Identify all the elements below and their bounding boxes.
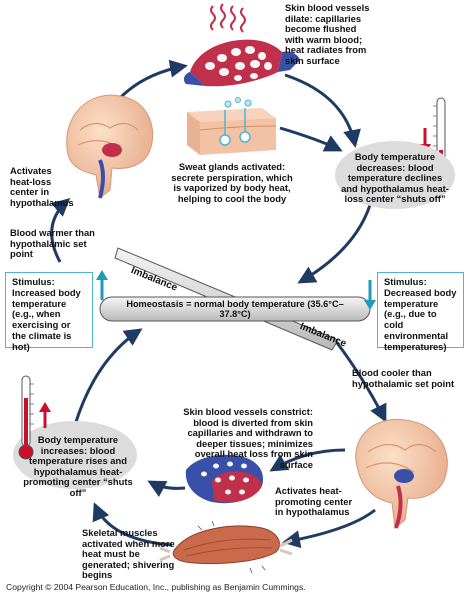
brain-icon (66, 94, 154, 199)
arrow-sweat-to-temp-decrease (279, 126, 343, 152)
homeostasis-term: Homeostasis (126, 299, 184, 309)
temp-decreases-label: Body temperature decreases: blood temper… (341, 151, 449, 205)
thermometer-icon (18, 375, 34, 460)
arrow-vessels-to-temp-decrease (284, 73, 361, 148)
seesaw-lever-icon (99, 247, 371, 351)
heat-loss-center-label: Activates heat-loss center in hypothalam… (10, 165, 74, 208)
homeostasis-definition: = normal body temperature (35.6°C–37.8°C… (183, 299, 344, 319)
skeletal-muscles-label: Skeletal muscles activated when more hea… (82, 527, 175, 581)
temp-increase-oval (13, 421, 137, 489)
homeostasis-label: Homeostasis = normal body temperature (3… (120, 299, 350, 319)
stimulus-decrease-box: Stimulus: Decreased body temperature (e.… (377, 272, 464, 352)
vessels-dilate-label: Skin blood vessels dilate: capillaries b… (285, 2, 370, 66)
temp-increases-label: Body temperature increases: blood temper… (23, 434, 133, 498)
copyright-text: Copyright © 2004 Pearson Education, Inc.… (6, 582, 306, 592)
heat-promoting-center-label: Activates heat-promoting center in hypot… (275, 485, 353, 518)
arrow-vessels-to-temp-increase (147, 480, 186, 497)
blood-vessel-network-icon (183, 39, 300, 87)
arrow-imbalance-to-brain (50, 198, 71, 263)
arrow-brain-to-vessels-constrict (269, 448, 346, 472)
heat-wave-icon (210, 3, 246, 33)
stimulus-increase-box: Stimulus: Increased body temperature (e.… (5, 272, 93, 352)
blood-warmer-label: Blood warmer than hypothalamic set point (10, 227, 95, 260)
arrow-imbalance-to-brain-lower (333, 339, 387, 423)
blood-cooler-label: Blood cooler than hypothalamic set point (352, 367, 455, 389)
arrow-brain-to-muscle (282, 508, 376, 549)
sweat-glands-label: Sweat glands activated: secrete perspira… (171, 161, 293, 204)
arrow-temp-decrease-to-bar (297, 204, 372, 284)
arrow-temp-increase-to-bar (73, 328, 143, 426)
blood-vessel-network-icon (185, 454, 264, 504)
skeletal-muscle-icon (159, 520, 293, 574)
arrow-muscle-to-temp-increase (92, 502, 173, 547)
skin-sweat-gland-icon (187, 97, 277, 155)
brain-icon (355, 418, 448, 529)
temp-decrease-oval (335, 141, 455, 209)
vessels-constrict-label: Skin blood vessels constrict: blood is d… (183, 406, 313, 470)
